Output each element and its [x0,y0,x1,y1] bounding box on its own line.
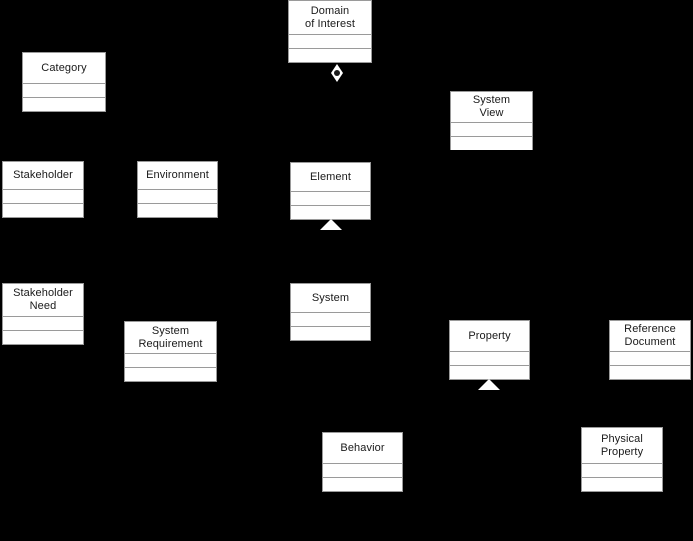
class-box-reference-document[interactable]: Reference Document [609,320,691,380]
class-operations-element [291,206,370,219]
class-name-stakeholder: Stakeholder [3,162,83,190]
class-operations-category [23,98,105,111]
class-attributes-environment [138,190,217,204]
generalization-triangle-icon-property [478,379,500,390]
class-name-stakeholder-need: Stakeholder Need [3,284,83,317]
diamond-lower-half [331,73,343,82]
class-operations-stakeholder [3,204,83,217]
class-box-domain-of-interest[interactable]: Domain of Interest [288,0,372,63]
diamond-upper-half [331,64,343,73]
class-operations-domain-of-interest [289,49,371,62]
class-attributes-behavior [323,464,402,478]
class-attributes-element [291,192,370,206]
class-box-environment[interactable]: Environment [137,161,218,218]
class-box-system-requirement[interactable]: System Requirement [124,321,217,382]
class-box-stakeholder-need[interactable]: Stakeholder Need [2,283,84,345]
class-attributes-system [291,313,370,327]
class-attributes-category [23,84,105,98]
class-attributes-system-requirement [125,354,216,368]
class-box-behavior[interactable]: Behavior [322,432,403,492]
class-attributes-reference-document [610,352,690,366]
class-attributes-physical-property [582,464,662,478]
class-operations-system-requirement [125,368,216,381]
class-name-domain-of-interest: Domain of Interest [289,1,371,35]
class-name-system-requirement: System Requirement [125,322,216,354]
class-operations-property [450,366,529,379]
class-attributes-system-view [451,123,532,137]
class-box-stakeholder[interactable]: Stakeholder [2,161,84,218]
class-name-category: Category [23,53,105,84]
class-name-environment: Environment [138,162,217,190]
class-name-reference-document: Reference Document [610,321,690,352]
class-operations-behavior [323,478,402,491]
class-box-element[interactable]: Element [290,162,371,220]
class-box-category[interactable]: Category [22,52,106,112]
diamond-center-dot [334,70,340,76]
class-operations-system-view [451,137,532,150]
class-operations-reference-document [610,366,690,379]
class-name-behavior: Behavior [323,433,402,464]
class-operations-system [291,327,370,340]
class-attributes-stakeholder-need [3,317,83,331]
class-attributes-stakeholder [3,190,83,204]
class-operations-environment [138,204,217,217]
class-name-system-view: System View [451,92,532,123]
generalization-triangle-icon-element [320,219,342,230]
class-box-physical-property[interactable]: Physical Property [581,427,663,492]
class-operations-stakeholder-need [3,331,83,344]
class-box-property[interactable]: Property [449,320,530,380]
class-name-property: Property [450,321,529,352]
class-name-physical-property: Physical Property [582,428,662,464]
class-attributes-property [450,352,529,366]
class-attributes-domain-of-interest [289,35,371,49]
class-box-system[interactable]: System [290,283,371,341]
class-name-system: System [291,284,370,313]
class-name-element: Element [291,163,370,192]
class-operations-physical-property [582,478,662,491]
class-box-system-view[interactable]: System View [450,91,533,150]
